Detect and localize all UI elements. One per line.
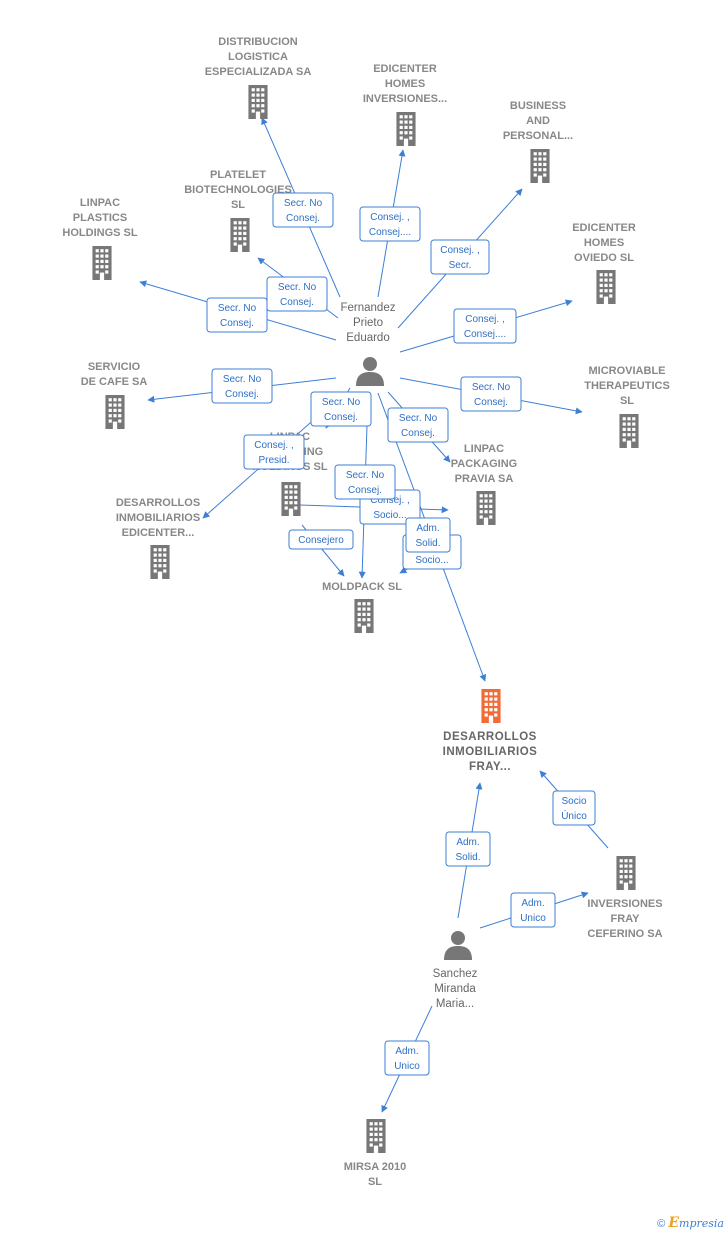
company-moldpack[interactable]: MOLDPACK SL <box>322 581 402 633</box>
svg-text:Consej. ,Consej....: Consej. ,Consej.... <box>369 212 411 238</box>
role-label[interactable]: Consejero <box>288 529 354 550</box>
svg-text:Consej. ,Secr.: Consej. ,Secr. <box>440 245 479 271</box>
role-label[interactable]: Adm.Unico <box>510 892 556 928</box>
building-icon <box>150 545 170 579</box>
role-label[interactable]: Adm.Unico <box>384 1040 430 1076</box>
building-icon <box>476 491 496 525</box>
svg-text:Adm.Unico: Adm.Unico <box>520 898 546 924</box>
role-label[interactable]: Adm.Solid. <box>445 831 491 867</box>
brand-logo-text: mpresia <box>679 1217 724 1230</box>
building-icon <box>596 270 616 304</box>
building-icon <box>281 482 301 516</box>
role-label[interactable]: Adm.Solid. <box>405 517 451 553</box>
svg-text:Adm.Unico: Adm.Unico <box>394 1046 420 1072</box>
person-icon <box>444 931 472 960</box>
svg-text:Adm.Solid.: Adm.Solid. <box>455 837 480 863</box>
svg-text:Adm.Solid.: Adm.Solid. <box>415 523 440 549</box>
company-label: MOLDPACK SL <box>322 581 402 593</box>
building-icon <box>619 414 639 448</box>
svg-text:Consej. ,Presid.: Consej. ,Presid. <box>254 440 293 466</box>
svg-text:Consej. ,Socio...: Consej. ,Socio... <box>370 495 409 521</box>
building-icon <box>105 395 125 429</box>
copyright-symbol: © <box>657 1218 666 1230</box>
building-icon <box>366 1119 386 1153</box>
building-icon <box>530 149 550 183</box>
role-label[interactable]: Consej. ,Presid. <box>243 434 305 470</box>
building-icon <box>616 856 636 890</box>
building-icon <box>396 112 416 146</box>
svg-text:Socio...: Socio... <box>415 555 448 566</box>
building-icon <box>248 85 268 119</box>
person-icon <box>356 357 384 386</box>
role-label[interactable]: Consej. ,Consej.... <box>359 206 421 242</box>
footer-brand: © Empresia <box>657 1215 724 1231</box>
role-label[interactable]: Consej. ,Consej.... <box>453 308 517 344</box>
svg-text:Consej. ,Consej....: Consej. ,Consej.... <box>464 314 506 340</box>
edges <box>139 117 609 1113</box>
svg-text:Consejero: Consejero <box>298 535 344 546</box>
building-icon <box>481 689 501 723</box>
building-icon <box>92 246 112 280</box>
role-label[interactable]: Consej. ,Secr. <box>430 239 490 275</box>
building-icon <box>354 599 374 633</box>
building-icon <box>230 218 250 252</box>
brand-logo-initial: E <box>668 1215 680 1231</box>
